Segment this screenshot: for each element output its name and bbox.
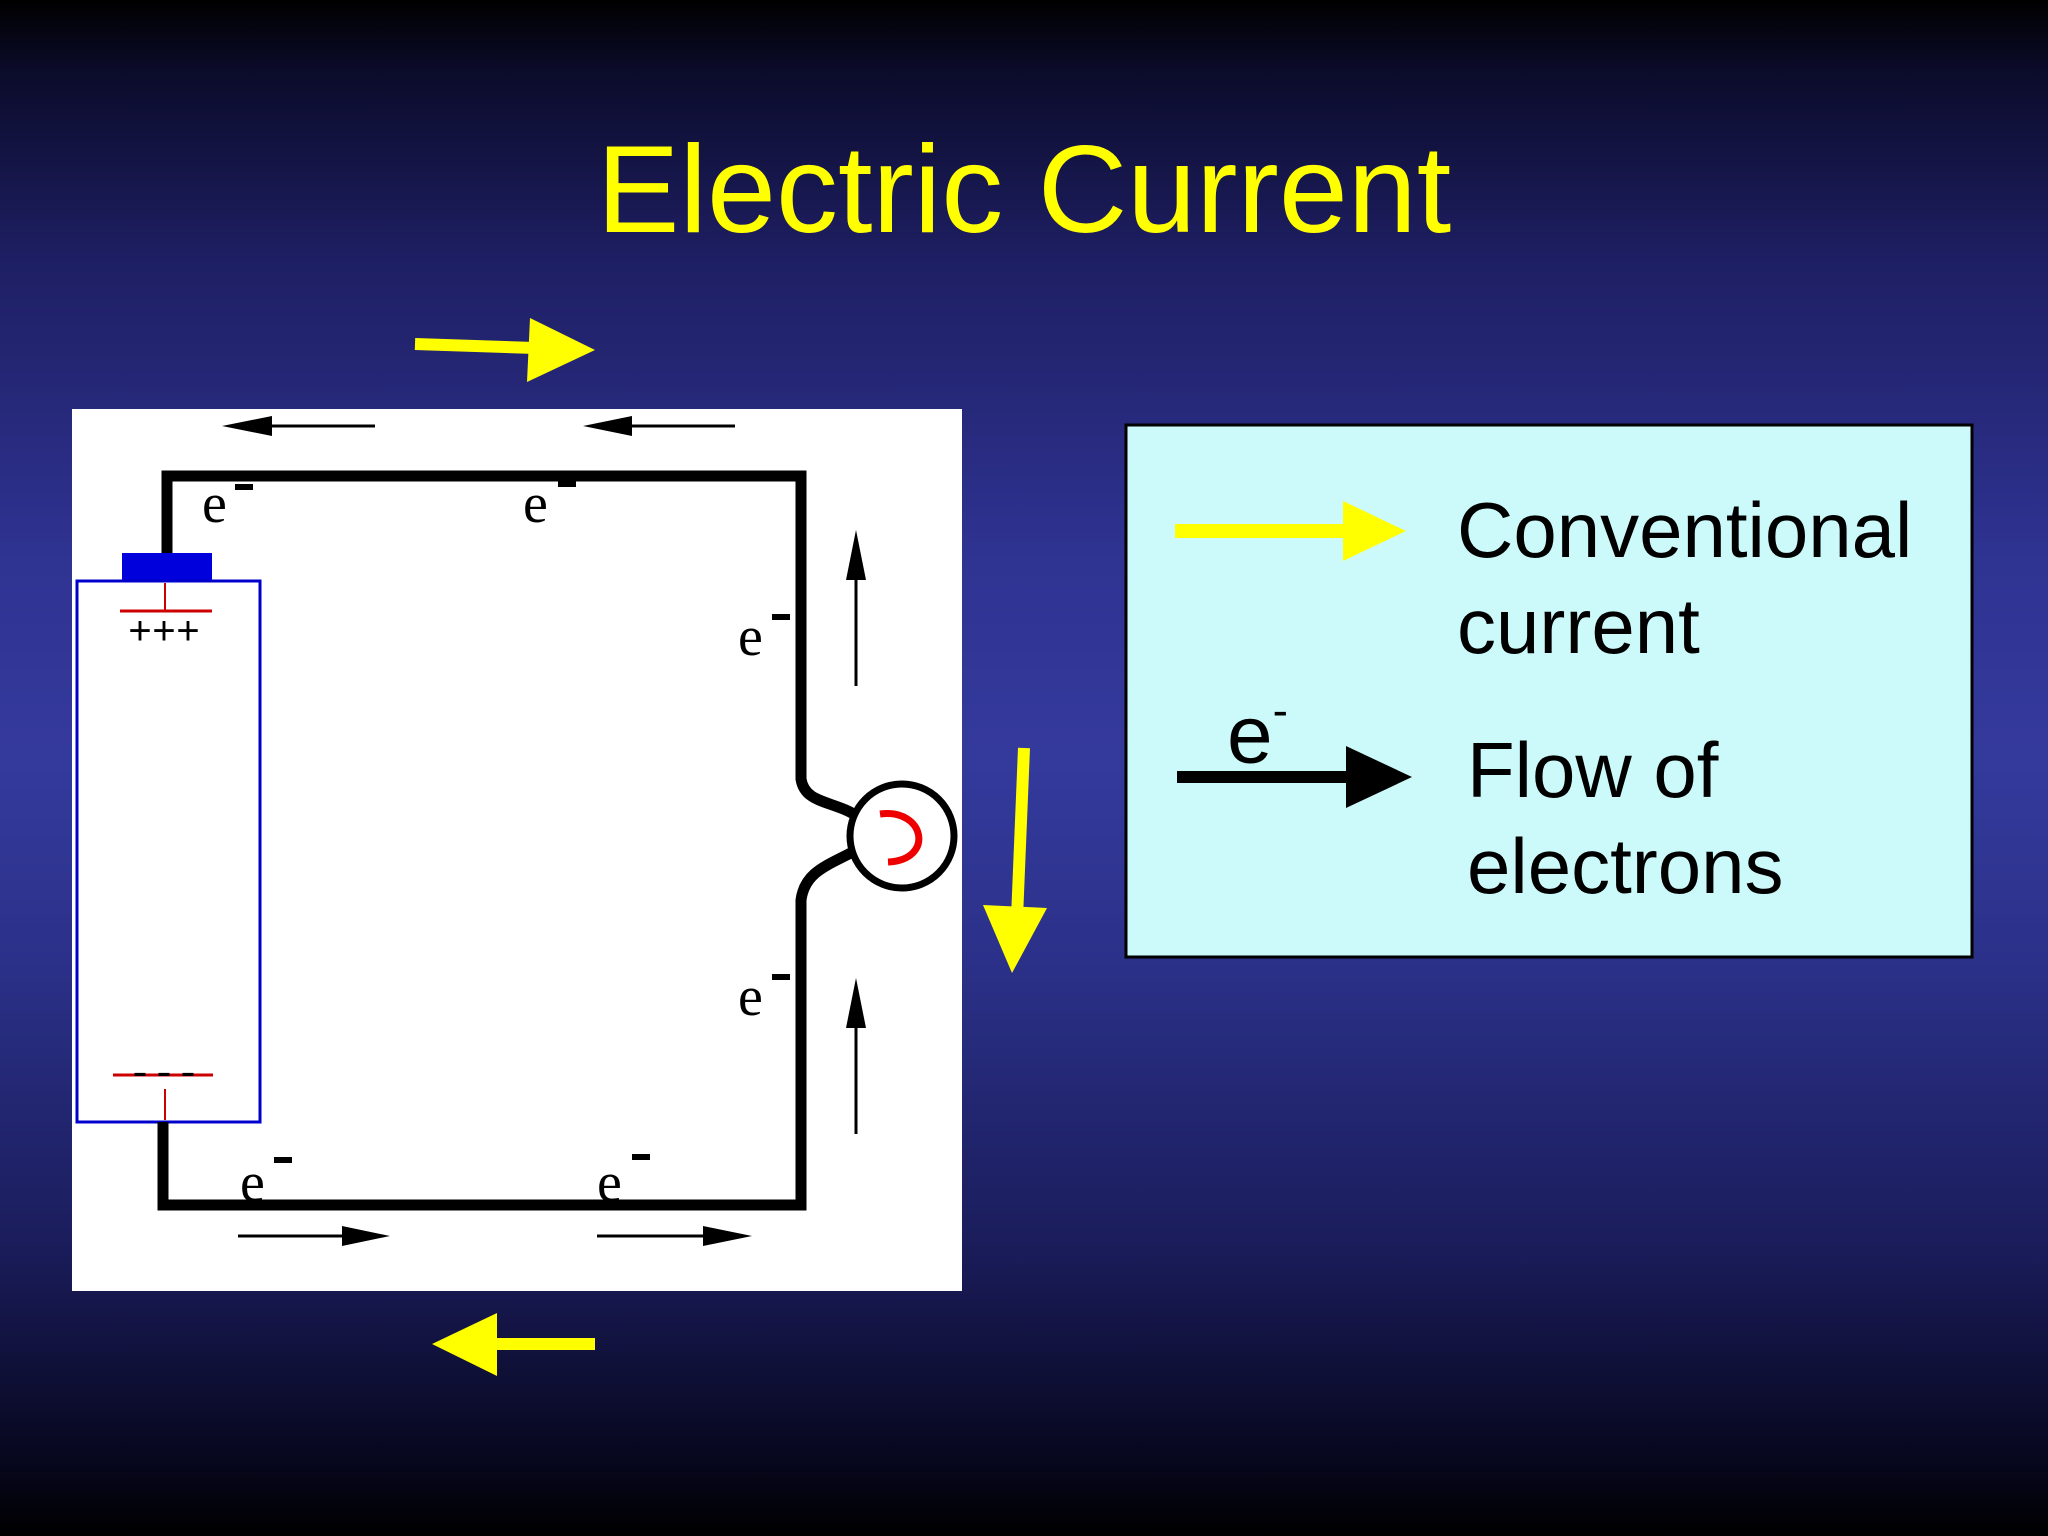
legend-conventional-line2: current [1457,582,1700,670]
legend-electrons-label: Flow of electrons [1467,722,1917,914]
slide-title: Electric Current [596,121,1452,259]
svg-text:e: e [738,606,763,668]
electron-flow-arrow [238,1226,390,1246]
light-bulb [846,780,958,892]
battery-negative-label: --- [128,1053,200,1098]
electron-label: e [738,966,790,1028]
svg-text:e: e [597,1152,622,1214]
legend-conventional-label: Conventional current [1457,482,1957,674]
legend-box [1124,423,1974,959]
legend-conventional-line1: Conventional [1457,486,1913,574]
legend-electrons-line2: electrons [1467,822,1784,910]
electron-label: e [597,1152,650,1214]
electron-flow-arrow [222,416,375,436]
battery-body [75,579,262,1124]
conventional-current-arrow-top [414,318,595,382]
electron-label: e [523,473,576,535]
svg-text:e: e [523,473,548,535]
electron-label: e [738,606,790,668]
legend-electron-symbol: e- [1227,684,1288,781]
circuit-wire [157,470,864,1211]
electron-flow-arrow [583,416,735,436]
svg-text:e: e [202,473,227,535]
battery-terminal [122,553,212,583]
svg-text:e: e [738,966,763,1028]
electron-flow-arrow [597,1226,752,1246]
battery: +++ --- [75,553,262,1124]
legend-electrons-line1: Flow of [1467,726,1719,814]
legend-conventional-arrow [1175,501,1406,561]
legend-electron-arrow [1177,746,1412,808]
battery-positive-label: +++ [128,612,200,657]
electron-label: e [202,473,253,535]
svg-text:e: e [240,1152,265,1214]
electron-flow-arrow [846,530,866,686]
electron-label: e [240,1152,292,1214]
electron-flow-arrow [846,978,866,1134]
conventional-current-arrow-bottom [432,1313,595,1376]
conventional-current-arrow-right [983,747,1047,973]
